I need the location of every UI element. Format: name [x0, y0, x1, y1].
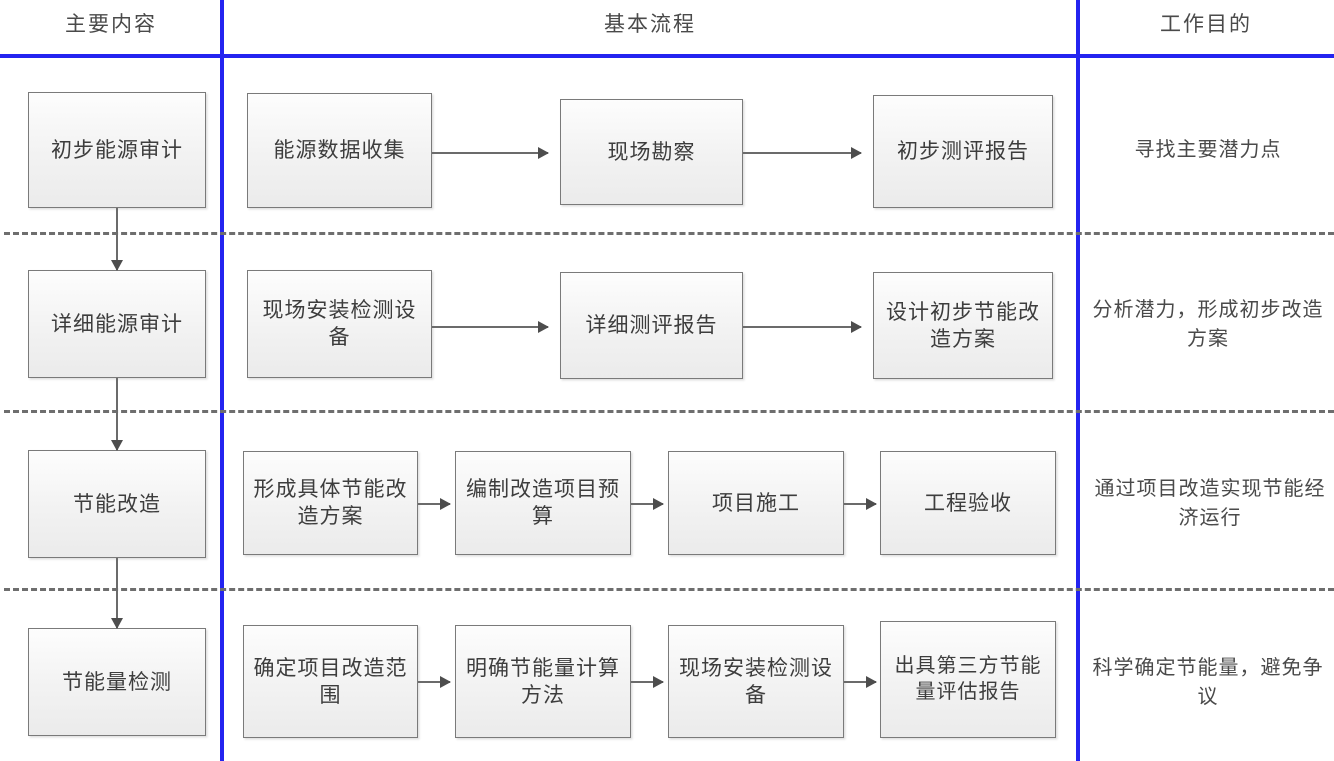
stage-node-4[interactable]: 节能量检测: [28, 628, 206, 736]
stage-node-2[interactable]: 详细能源审计: [28, 270, 206, 378]
column-header-band: 主要内容 基本流程 工作目的: [0, 0, 1334, 56]
row-separator-1: [4, 232, 1334, 235]
stage-node-1[interactable]: 初步能源审计: [28, 92, 206, 208]
stage-connector-2-3: [111, 378, 123, 451]
step-connector-r4-3: [844, 676, 877, 688]
column-divider-right: [1076, 0, 1080, 761]
purpose-text-1: 寻找主要潜力点: [1134, 138, 1282, 161]
step-node-r3-s3[interactable]: 项目施工: [668, 451, 844, 555]
header-divider-rule: [0, 54, 1334, 58]
step-connector-r1-1: [432, 147, 549, 159]
purpose-text-2: 分析潜力，形成初步改造方案: [1092, 299, 1324, 350]
column-header-main-content: 主要内容: [65, 12, 157, 36]
step-connector-r3-3: [844, 498, 877, 510]
step-node-r1-s1[interactable]: 能源数据收集: [247, 93, 432, 208]
step-connector-r2-1: [432, 321, 549, 333]
step-node-r3-s2[interactable]: 编制改造项目预算: [455, 451, 631, 555]
step-connector-r4-2: [631, 676, 664, 688]
stage-connector-1-2: [111, 208, 123, 271]
step-node-r4-s4[interactable]: 出具第三方节能量评估报告: [880, 621, 1056, 738]
step-node-r2-s3[interactable]: 设计初步节能改造方案: [873, 272, 1053, 379]
row-separator-3: [4, 588, 1334, 591]
step-node-r1-s3[interactable]: 初步测评报告: [873, 95, 1053, 208]
step-connector-r3-1: [418, 498, 451, 510]
step-node-r3-s4[interactable]: 工程验收: [880, 451, 1056, 555]
step-node-r2-s2[interactable]: 详细测评报告: [560, 272, 743, 379]
step-node-r3-s1[interactable]: 形成具体节能改造方案: [243, 451, 418, 555]
stage-node-3[interactable]: 节能改造: [28, 450, 206, 558]
purpose-text-3: 通过项目改造实现节能经济运行: [1094, 478, 1326, 529]
step-node-r4-s3[interactable]: 现场安装检测设备: [668, 625, 844, 738]
step-node-r4-s1[interactable]: 确定项目改造范围: [243, 625, 418, 738]
stage-connector-3-4: [111, 558, 123, 629]
purpose-text-4: 科学确定节能量，避免争议: [1092, 657, 1324, 708]
column-header-basic-process: 基本流程: [604, 12, 696, 36]
step-node-r2-s1[interactable]: 现场安装检测设备: [247, 270, 432, 378]
column-divider-left: [220, 0, 224, 761]
step-connector-r2-2: [743, 321, 862, 333]
step-node-r1-s2[interactable]: 现场勘察: [560, 99, 743, 205]
step-connector-r3-2: [631, 498, 664, 510]
column-header-work-purpose: 工作目的: [1160, 12, 1252, 36]
row-separator-2: [4, 410, 1334, 413]
step-connector-r1-2: [743, 147, 862, 159]
step-node-r4-s2[interactable]: 明确节能量计算方法: [455, 625, 631, 738]
step-connector-r4-1: [418, 676, 451, 688]
